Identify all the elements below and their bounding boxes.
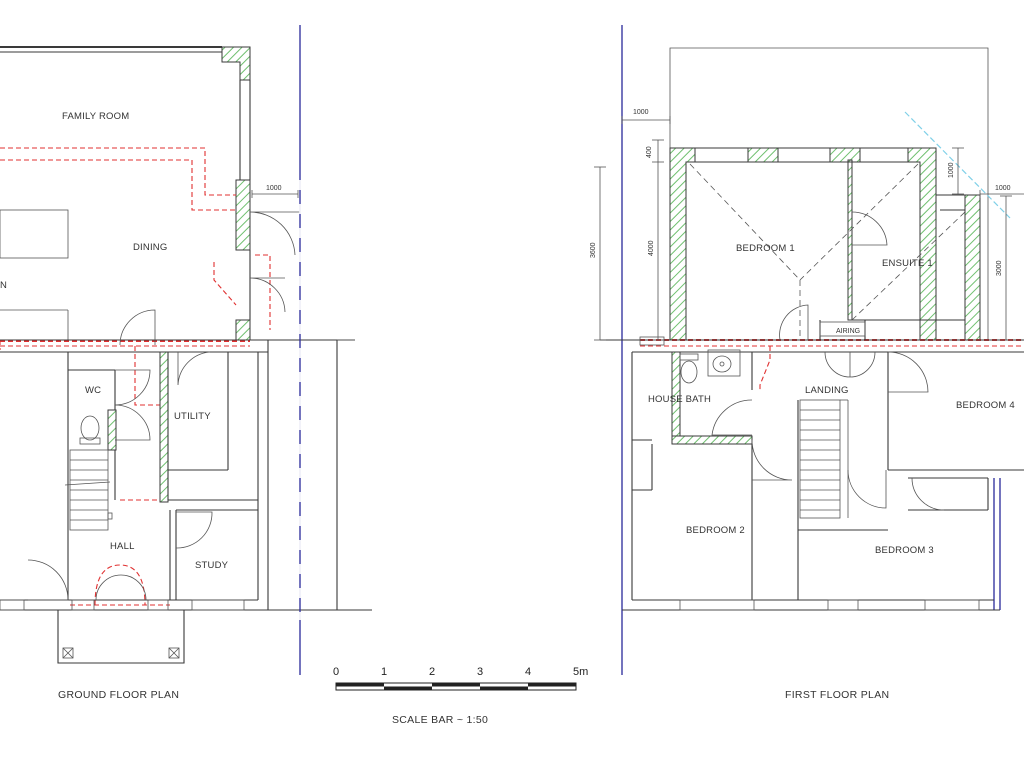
kitchen-island (0, 209, 69, 259)
room-label-study: STUDY (195, 560, 229, 571)
dim-label-top-offset: 1000 (633, 109, 649, 116)
scale-tick-2: 2 (429, 666, 435, 678)
ground-floor-doors (27, 211, 300, 601)
ground-floor-existing-walls (0, 339, 372, 611)
scale-tick-1: 1 (381, 666, 387, 678)
dim-label-vertical-3600: 3600 (590, 242, 597, 258)
ground-floor-title: GROUND FLOOR PLAN (58, 689, 179, 701)
room-label-airing: AIRING (836, 328, 860, 335)
first-floor-plan: 1000 400 4000 3600 1000 1000 3000 (590, 25, 1024, 701)
scale-bar: 0 1 2 3 4 5m SCALE BAR ~ 1:50 (333, 666, 588, 726)
room-label-landing: LANDING (805, 385, 849, 396)
first-floor-existing-walls (600, 320, 1024, 611)
dim-label-vertical-400: 400 (646, 146, 653, 158)
scale-tick-4: 4 (525, 666, 531, 678)
room-label-hall: HALL (110, 541, 135, 552)
first-floor-title: FIRST FLOOR PLAN (785, 689, 889, 701)
room-label-family-room: FAMILY ROOM (62, 111, 129, 122)
room-label-ensuite1: ENSUITE 1 (882, 258, 933, 269)
first-floor-doors (711, 211, 945, 511)
ground-floor-windows (0, 599, 245, 611)
porch (57, 610, 185, 664)
dim-label-vertical-4000: 4000 (648, 240, 655, 256)
room-label-bedroom2: BEDROOM 2 (686, 525, 745, 536)
ground-floor-plan: 1000 FAMILY ROOM DINING N WC UTILITY HAL… (0, 25, 372, 701)
room-label-utility: UTILITY (174, 411, 211, 422)
first-floor-proposed-lines (640, 339, 1024, 390)
ground-floor-proposed-lines (0, 147, 271, 606)
ground-floor-stairs (64, 449, 113, 531)
first-floor-extension-walls (669, 147, 981, 341)
room-label-bedroom4: BEDROOM 4 (956, 400, 1015, 411)
dim-label-right-vertical-1000: 1000 (948, 162, 955, 178)
dim-label-side-offset: 1000 (266, 185, 282, 192)
scale-tick-3: 3 (477, 666, 483, 678)
room-label-kitchen-partial: N (0, 280, 7, 291)
room-label-bedroom1: BEDROOM 1 (736, 243, 795, 254)
scale-bar-caption: SCALE BAR ~ 1:50 (392, 714, 488, 726)
dim-label-right-1000: 1000 (995, 185, 1011, 192)
room-label-bedroom3: BEDROOM 3 (875, 545, 934, 556)
first-floor-windows (639, 321, 980, 611)
ground-floor-dimension-1000: 1000 (251, 185, 299, 198)
first-floor-dimensions: 1000 400 4000 3600 1000 1000 3000 (590, 109, 1024, 341)
scale-tick-5m: 5m (573, 666, 588, 678)
wc-toilet (79, 415, 101, 445)
room-label-dining: DINING (133, 242, 167, 253)
scale-tick-0: 0 (333, 666, 339, 678)
room-label-wc: WC (85, 385, 101, 396)
dim-label-right-3000: 3000 (996, 260, 1003, 276)
first-floor-stairs (799, 399, 849, 519)
room-label-house-bath: HOUSE BATH (648, 394, 711, 405)
first-floor-roof-hips (689, 163, 966, 340)
house-bath-fittings (679, 349, 741, 384)
ground-floor-extension-walls (0, 46, 251, 341)
